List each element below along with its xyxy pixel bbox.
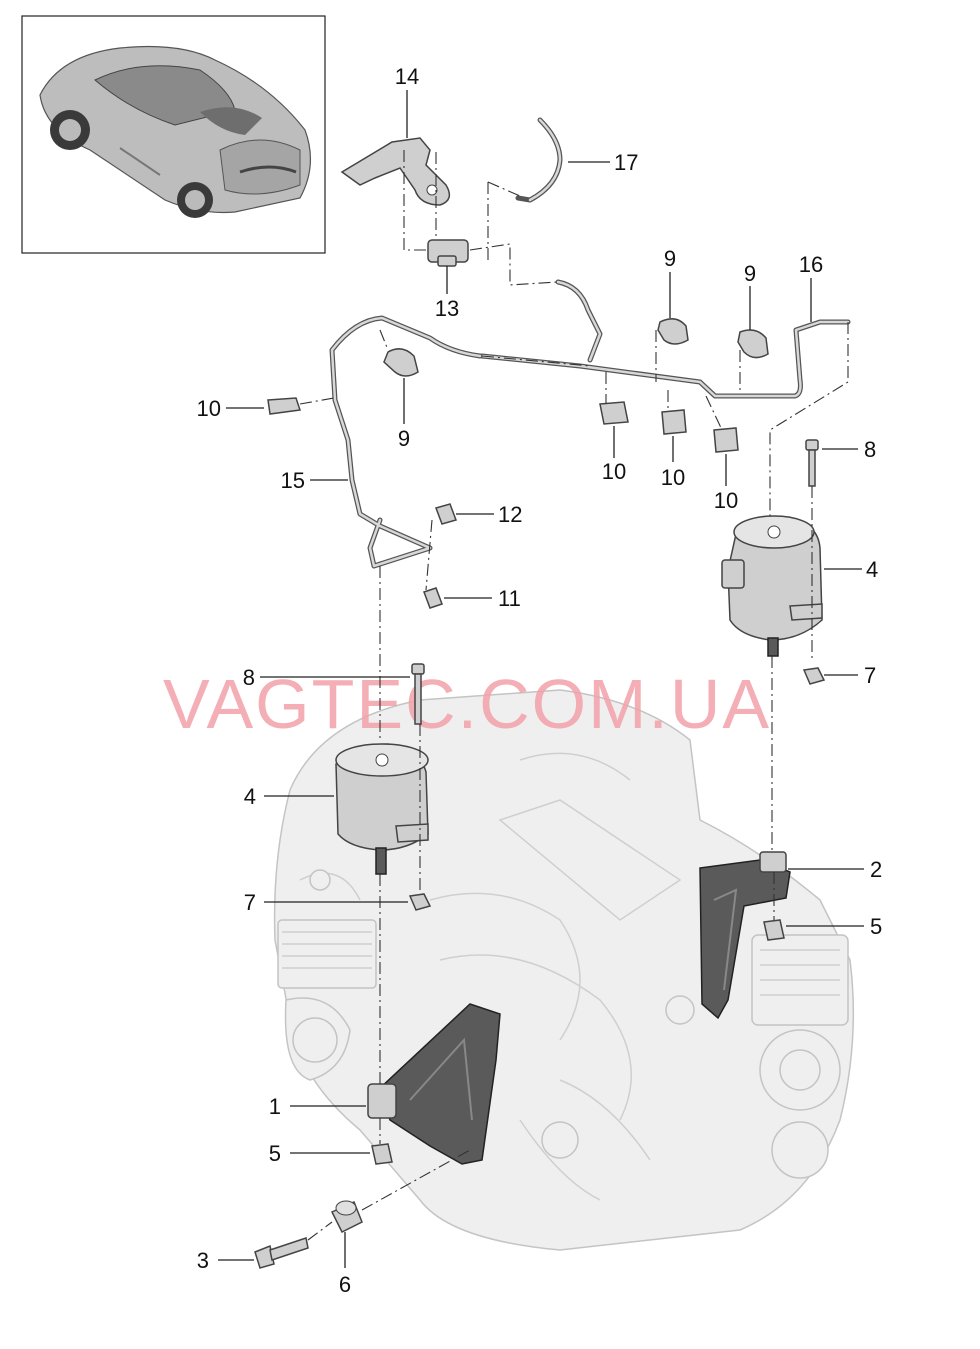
callout-12: 12 [498,502,522,527]
clip-10-c [661,409,687,435]
clip-9-a [383,348,419,377]
bolt-8-lower [411,663,425,725]
callout-10-b: 10 [602,459,626,484]
callout-10-d: 10 [714,488,738,513]
callout-8-upper: 8 [864,437,876,462]
watermark: VAGTEC.COM.UA [163,665,771,743]
bracket-14 [340,137,451,206]
callout-9-a: 9 [398,426,410,451]
clip-10-d [713,427,739,453]
callout-8-lower: 8 [243,665,255,690]
vacuum-line-16 [479,279,851,399]
clip-9-b [657,318,689,345]
valve-13 [427,239,469,267]
callout-labels: 14 17 13 9 9 16 10 9 10 10 10 15 12 11 8… [197,64,883,1297]
callout-1: 1 [269,1094,281,1119]
hose-17 [515,117,563,203]
callout-9-c: 9 [744,261,756,286]
callout-5-right: 5 [870,914,882,939]
clip-10-a [267,397,301,415]
bracket-1 [367,1003,501,1165]
bracket-2 [699,851,791,1020]
callout-6: 6 [339,1272,351,1297]
clip-10-b [599,401,629,425]
callout-2: 2 [870,857,882,882]
callout-11: 11 [498,586,521,611]
vacuum-line-15 [329,315,483,569]
fitting-11 [423,587,443,609]
callout-10-a: 10 [197,396,221,421]
assembly-lines [299,150,849,1241]
callout-17: 17 [614,150,638,175]
callout-5-left: 5 [269,1141,281,1166]
nut-7-lower [408,893,432,911]
nut-5-left [371,1143,393,1165]
callout-14: 14 [395,64,419,89]
callout-4-upper: 4 [866,557,878,582]
nut-5-right [763,919,785,941]
leader-lines [218,90,864,1268]
callout-3: 3 [197,1248,209,1273]
bolt-3 [254,1237,309,1269]
clip-9-c [737,329,769,359]
callout-9-b: 9 [664,246,676,271]
callout-15: 15 [281,468,305,493]
car-illustration [39,45,312,218]
fitting-12 [435,503,457,525]
callout-16: 16 [799,252,823,277]
callout-7-upper: 7 [864,663,876,688]
bolt-8-upper [805,439,819,487]
callout-4-lower: 4 [244,784,256,809]
bushing-6 [330,1200,363,1234]
callout-7-lower: 7 [244,890,256,915]
nut-7-upper [802,667,826,685]
callout-13: 13 [435,296,459,321]
car-inset [21,15,326,254]
callout-10-c: 10 [661,465,685,490]
engine-mount-4-upper [721,515,823,657]
